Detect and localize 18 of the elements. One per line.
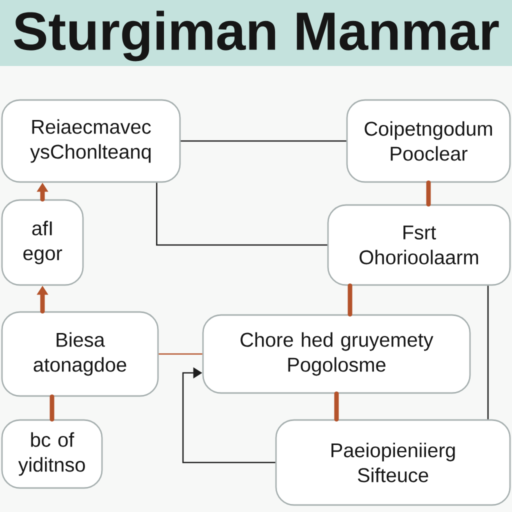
connector-line: [180, 140, 346, 142]
connector-line: [426, 180, 431, 207]
process-box: Coipetngodum Pooclear: [346, 99, 511, 183]
connector-line: [487, 286, 489, 420]
arrow: [182, 367, 276, 464]
connector-line: [348, 283, 352, 317]
process-box: Biesa atonagdoe: [1, 311, 159, 397]
connector-line: [158, 353, 202, 355]
process-box: Paeiopieniierg Sifteuce: [275, 419, 511, 506]
process-box: Chore hed gruyemety Pogolosme: [202, 314, 471, 394]
process-box: Fsrt Ohorioolaarm: [327, 204, 511, 286]
connector-line: [50, 394, 54, 422]
process-box: Reiaecmavec ysChonlteanq: [1, 99, 181, 183]
title-banner: Sturgiman Manmar: [0, 0, 512, 66]
connector-line: [156, 182, 328, 246]
connector-line: [334, 391, 339, 422]
process-box: afI egor: [1, 199, 84, 286]
process-box: bc of yiditnso: [1, 419, 103, 489]
